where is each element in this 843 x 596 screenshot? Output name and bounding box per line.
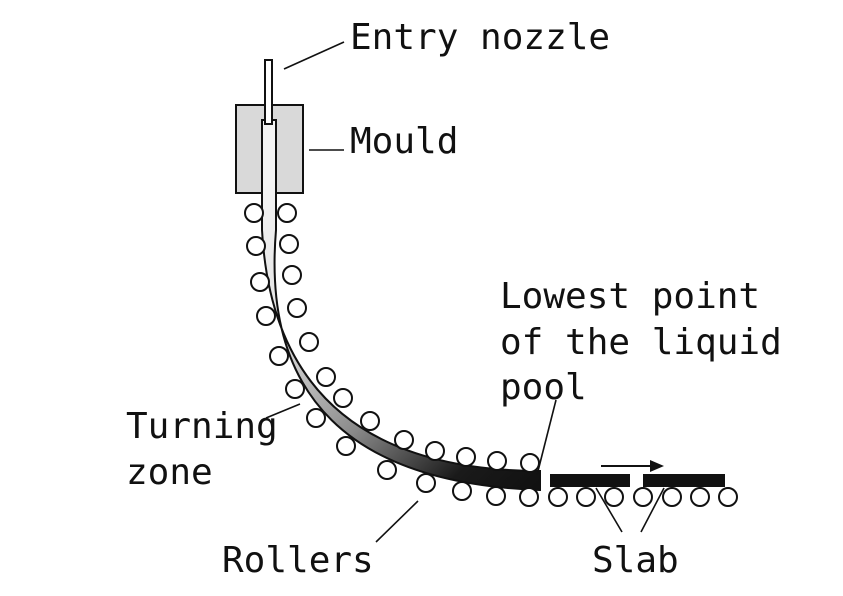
slab-piece-2: [643, 474, 725, 487]
roller: [282, 265, 302, 285]
roller: [306, 408, 326, 428]
roller: [690, 487, 710, 507]
leader-slab-2: [640, 487, 665, 533]
strand-curve: [261, 119, 541, 492]
roller: [633, 487, 653, 507]
roller: [285, 379, 305, 399]
roller: [269, 346, 289, 366]
roller: [333, 388, 353, 408]
roller: [377, 460, 397, 480]
roller: [256, 306, 276, 326]
roller: [425, 441, 445, 461]
roller: [416, 473, 436, 493]
rollers: [244, 203, 738, 507]
roller: [316, 367, 336, 387]
roller: [299, 332, 319, 352]
leader-lowest-point: [536, 399, 557, 476]
roller: [548, 487, 568, 507]
roller: [287, 298, 307, 318]
leader-slab-1: [595, 487, 623, 533]
mould-label: Mould: [350, 121, 458, 162]
slab-piece-1: [550, 474, 630, 487]
leader-turning-zone: [265, 403, 301, 419]
lowest-point-label-line1: Lowest point: [500, 276, 760, 317]
roller: [277, 203, 297, 223]
roller: [250, 272, 270, 292]
roller: [718, 487, 738, 507]
lowest-point-label-line3: pool: [500, 367, 587, 408]
roller: [604, 487, 624, 507]
slab-label: Slab: [592, 540, 679, 581]
roller: [336, 436, 356, 456]
roller: [279, 234, 299, 254]
rollers-label: Rollers: [222, 540, 374, 581]
leader-lines: [265, 41, 665, 543]
roller: [394, 430, 414, 450]
entry-nozzle: [264, 59, 273, 125]
roller: [246, 236, 266, 256]
leader-entry-nozzle: [283, 41, 345, 70]
roller: [456, 447, 476, 467]
roller: [576, 487, 596, 507]
roller: [452, 481, 472, 501]
roller: [486, 486, 506, 506]
roller: [487, 451, 507, 471]
turning-zone-label-line1: Turning: [126, 406, 278, 447]
lowest-point-label-line2: of the liquid: [500, 322, 782, 363]
roller: [520, 453, 540, 473]
roller: [519, 487, 539, 507]
leader-rollers: [375, 500, 419, 543]
roller: [360, 411, 380, 431]
roller: [244, 203, 264, 223]
turning-zone-label-line2: zone: [126, 452, 213, 493]
roller: [662, 487, 682, 507]
entry-nozzle-label: Entry nozzle: [350, 17, 610, 58]
slab-direction-arrow-icon: [601, 460, 664, 472]
